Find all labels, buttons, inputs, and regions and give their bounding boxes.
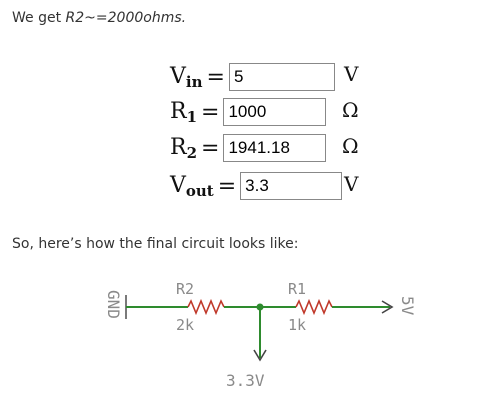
r2-name-label: R2 [176, 280, 194, 298]
circuit-diagram: GND R2 2k R1 1k 5V 3.3V [104, 280, 417, 390]
vin-equals: = [206, 64, 225, 90]
r2-unit: Ω [342, 134, 359, 158]
gnd-label: GND [104, 290, 123, 319]
vin-input[interactable] [228, 63, 335, 91]
calc-row-r2: R2 = [170, 133, 327, 163]
supply-arrow-icon [381, 300, 394, 314]
output-label: 3.3V [226, 371, 265, 390]
r1-name-label: R1 [288, 280, 306, 298]
vout-symbol: Vout [170, 173, 214, 200]
calc-row-vin: Vin = [170, 62, 335, 92]
r1-symbol: R1 [170, 99, 197, 126]
r2-value-label: 2k [176, 316, 194, 334]
r1-unit: Ω [342, 98, 359, 122]
calc-row-vout: Vout = [170, 171, 343, 201]
vout-symbol-sub: out [185, 181, 214, 200]
r1-symbol-letter: R [170, 98, 187, 124]
r2-symbol-sub: 2 [186, 143, 198, 162]
supply-label: 5V [398, 296, 417, 316]
r1-value-label: 1k [288, 316, 306, 334]
r2-symbol-letter: R [170, 134, 187, 160]
intro-emphasis: R2~=2000ohms. [65, 10, 187, 26]
r1-symbol-sub: 1 [186, 107, 198, 126]
r1-equals: = [201, 99, 220, 125]
vout-equals: = [217, 173, 237, 199]
resistor-r1 [295, 298, 333, 316]
r2-symbol: R2 [170, 135, 197, 162]
r1-input[interactable] [223, 98, 327, 126]
vin-unit: V [344, 62, 359, 86]
vin-symbol: Vin [170, 64, 203, 91]
intro-prefix: We get [12, 10, 66, 26]
resistor-r2 [187, 298, 225, 316]
calc-row-r1: R1 = [170, 97, 327, 127]
vout-input[interactable] [240, 172, 343, 200]
r2-equals: = [201, 135, 220, 161]
vout-unit: V [344, 172, 359, 196]
intro-text: We get R2~=2000ohms. [12, 10, 186, 26]
vin-symbol-sub: in [185, 72, 203, 91]
output-arrow-icon [253, 349, 267, 362]
r2-input[interactable] [223, 134, 327, 162]
final-circuit-text: So, here’s how the final circuit looks l… [12, 236, 299, 252]
vin-symbol-letter: V [170, 63, 186, 89]
vout-symbol-letter: V [170, 172, 186, 198]
